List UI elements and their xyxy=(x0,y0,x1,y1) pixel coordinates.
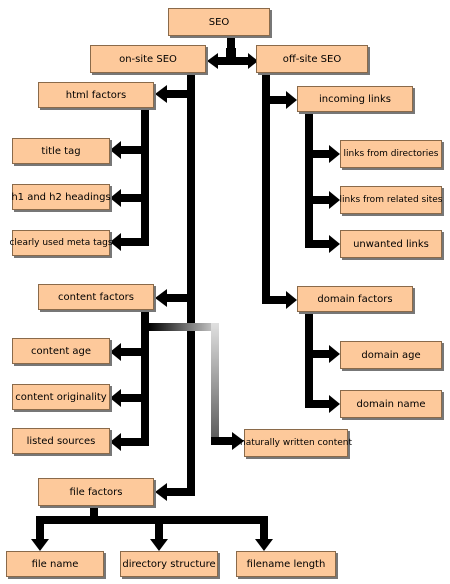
connector-content-factors xyxy=(110,310,149,451)
node-domain-factors: domain factors xyxy=(297,286,413,312)
node-incoming-links: incoming links xyxy=(297,86,413,112)
node-links-from-related-sites: links from related sites xyxy=(340,186,442,214)
node-meta-tags: clearly used meta tags xyxy=(9,230,113,256)
node-content-age: content age xyxy=(12,338,110,364)
connector-domain-factors xyxy=(305,312,340,413)
node-content-originality: content originality xyxy=(12,384,110,410)
node-listed-sources: listed sources xyxy=(12,428,110,454)
connector-off-site-trunk xyxy=(262,72,297,309)
node-naturally-written-content-label: naturally written content xyxy=(239,438,353,448)
node-seo: SEO xyxy=(168,8,270,36)
node-title-tag-label: title tag xyxy=(41,145,81,157)
node-filename-length-label: filename length xyxy=(246,558,326,570)
node-content-originality-label: content originality xyxy=(15,391,107,403)
connector-file-factors xyxy=(31,505,273,551)
node-on-site-seo: on-site SEO xyxy=(90,45,206,73)
node-meta-tags-label: clearly used meta tags xyxy=(9,238,113,248)
node-title-tag: title tag xyxy=(12,138,110,164)
node-unwanted-links: unwanted links xyxy=(340,230,442,258)
node-file-name: file name xyxy=(6,551,104,577)
node-h1-h2-headings: h1 and h2 headings xyxy=(11,184,111,210)
node-file-factors-label: file factors xyxy=(69,486,123,498)
node-content-factors-label: content factors xyxy=(58,291,134,303)
node-content-age-label: content age xyxy=(30,345,92,357)
node-html-factors-label: html factors xyxy=(65,89,127,101)
node-domain-age-label: domain age xyxy=(361,349,421,361)
node-unwanted-links-label: unwanted links xyxy=(353,238,429,250)
node-on-site-seo-label: on-site SEO xyxy=(119,53,177,65)
node-domain-name: domain name xyxy=(340,390,442,418)
node-domain-age: domain age xyxy=(340,341,442,369)
node-h1-h2-headings-label: h1 and h2 headings xyxy=(11,191,111,203)
connector-on-site-trunk xyxy=(155,72,195,501)
node-html-factors: html factors xyxy=(38,82,154,108)
node-naturally-written-content: naturally written content xyxy=(240,429,352,457)
node-content-factors: content factors xyxy=(38,284,154,310)
connector-html-factors xyxy=(110,108,149,251)
node-links-from-related-sites-label: links from related sites xyxy=(339,195,443,205)
node-filename-length: filename length xyxy=(236,551,336,577)
node-links-from-directories: links from directories xyxy=(340,140,442,168)
connector-seo-branch xyxy=(207,36,258,69)
node-directory-structure-label: directory structure xyxy=(122,558,216,570)
node-seo-label: SEO xyxy=(208,16,230,28)
node-file-factors: file factors xyxy=(38,478,154,506)
node-off-site-seo: off-site SEO xyxy=(256,45,368,73)
node-incoming-links-label: incoming links xyxy=(318,93,391,105)
node-directory-structure: directory structure xyxy=(120,551,218,577)
node-links-from-directories-label: links from directories xyxy=(343,149,439,159)
node-file-name-label: file name xyxy=(31,558,79,570)
connector-incoming-links xyxy=(305,112,340,253)
connector-naturally-written xyxy=(149,323,244,450)
node-listed-sources-label: listed sources xyxy=(26,435,96,447)
node-domain-factors-label: domain factors xyxy=(317,293,393,305)
node-off-site-seo-label: off-site SEO xyxy=(282,53,342,65)
node-domain-name-label: domain name xyxy=(356,398,426,410)
